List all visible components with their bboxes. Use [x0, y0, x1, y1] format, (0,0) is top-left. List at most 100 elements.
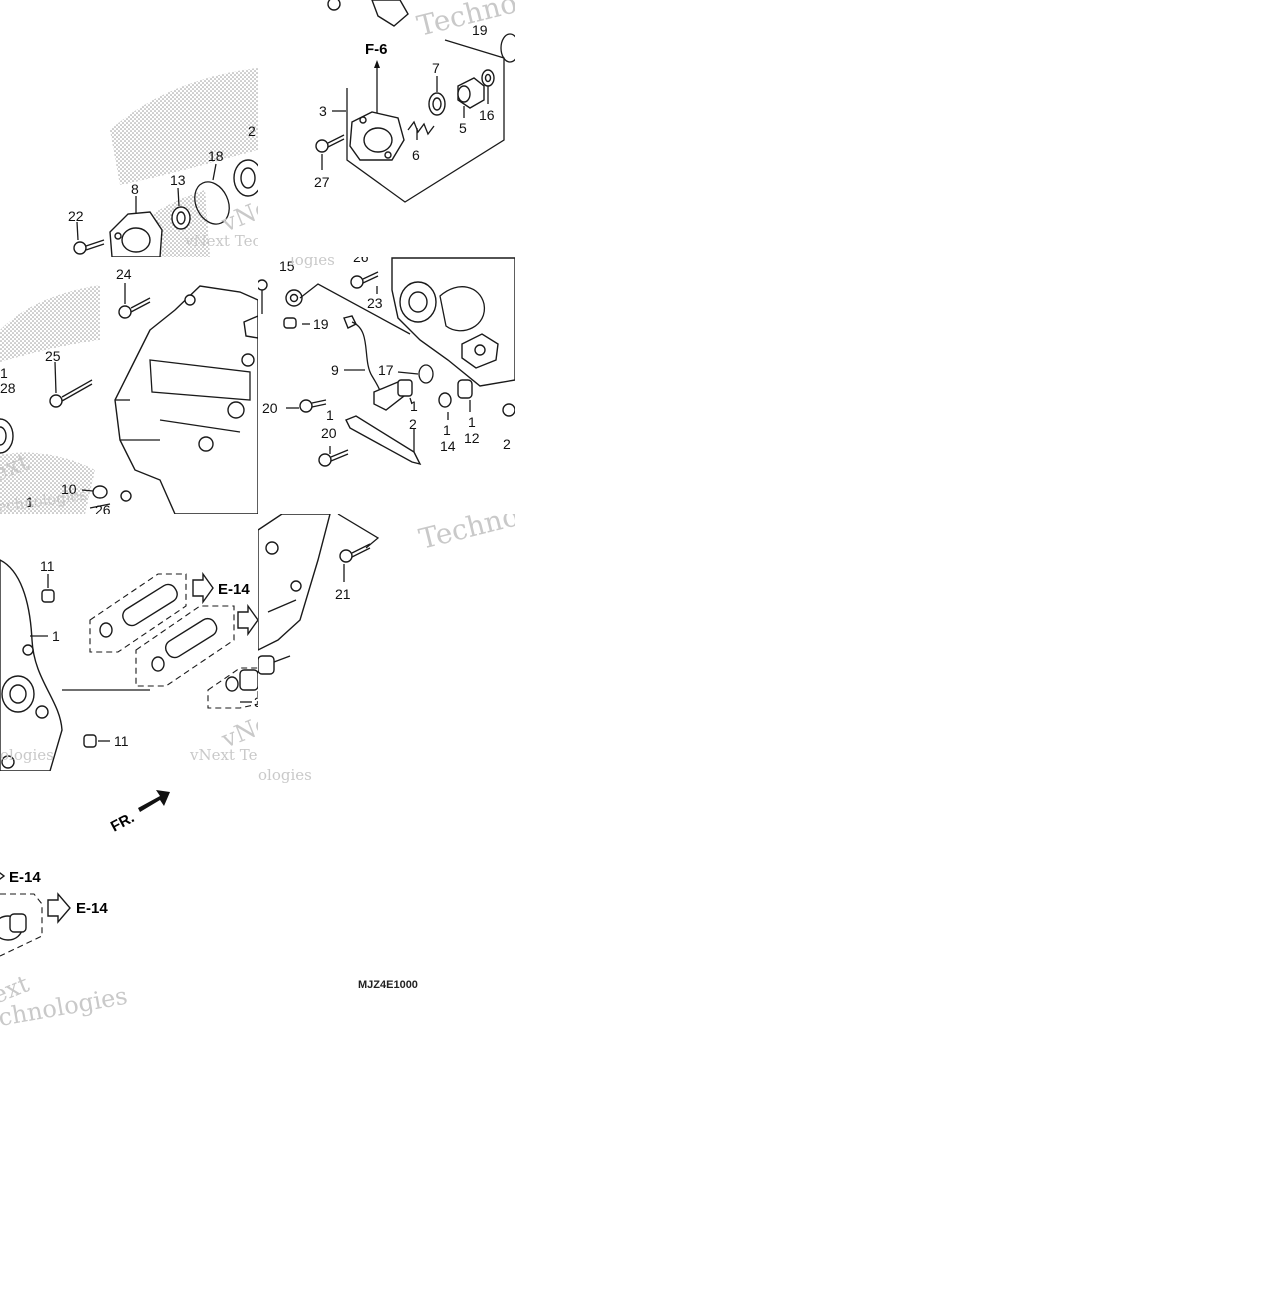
gasket-part [243, 315, 258, 339]
callout-label: 2 [248, 123, 256, 139]
shaded-region [110, 68, 258, 185]
fitting-part [239, 669, 258, 691]
callout-label: 2 [409, 416, 417, 432]
spring-part [407, 120, 435, 136]
callout-label: 13 [170, 172, 186, 188]
cover-part [391, 257, 515, 387]
bolt-part [299, 399, 327, 413]
tile-bottom-left: E-14 11 1 11 3 vNext Tec vNe ologies [0, 558, 266, 771]
callout-label: 21 [335, 586, 351, 602]
bearing-part [0, 418, 14, 454]
callout-label: 6 [412, 147, 420, 163]
tile-mid-mid: 15 19 9 17 20 1 1 2 20 1 14 1 12 23 26 2… [258, 249, 515, 467]
callout-label: 19 [313, 316, 329, 332]
reference-label: F-6 [365, 41, 388, 58]
bearing-part [428, 92, 446, 116]
diagram-code: MJZ4E1000 [358, 979, 418, 991]
reference-label: E-14 [9, 869, 41, 886]
bolt-part [339, 543, 371, 563]
callout-label: 1 [0, 365, 8, 381]
bearing-part [233, 159, 258, 197]
crankcase-cover-part [114, 285, 258, 514]
bolt-part [118, 297, 151, 319]
dowel-part [120, 490, 132, 502]
arrow-head [374, 60, 380, 68]
loose-area: ologies FR. E-14 E-14 ext chnologies MJZ… [0, 766, 418, 1032]
callout-label: 28 [0, 380, 16, 396]
callout-label: 20 [321, 425, 337, 441]
callout-label: 1 [26, 494, 34, 510]
callout-label: 1 [410, 398, 418, 414]
callout-label: 11 [40, 558, 55, 574]
collar-part [457, 379, 473, 399]
o-ring-part [418, 364, 434, 384]
bolt-part [350, 271, 379, 289]
pump-housing-part [109, 211, 163, 257]
callout-label: 3 [254, 694, 262, 710]
o-ring-part [99, 622, 113, 638]
kit-box [0, 893, 43, 957]
watermark: vNext Tec [189, 746, 266, 764]
fitting-part [0, 913, 27, 941]
fitting-part [258, 655, 291, 675]
pipe-part [122, 583, 178, 627]
pipe-part [164, 617, 218, 659]
callout-label: 5 [459, 120, 467, 136]
bolt-part [315, 134, 345, 153]
reference-arrow [47, 892, 71, 924]
callout-label: 16 [479, 107, 495, 123]
assembly-bracket [346, 39, 505, 203]
bolt-part [49, 379, 93, 408]
callout-label: 7 [432, 60, 440, 76]
bracket-part [345, 415, 422, 466]
callout-label: 11 [114, 733, 129, 749]
housing-fragment [371, 0, 409, 27]
watermark: vNext Tec [184, 232, 261, 250]
cup-part [457, 77, 485, 109]
callout-label: 23 [367, 295, 383, 311]
tile-mid-left: 24 25 28 1 4 10 26 1 ext echnologies [0, 266, 258, 518]
kit-box [135, 605, 235, 687]
callout-label: 1 [443, 422, 451, 438]
bolt-part [318, 449, 349, 467]
reference-label: E-14 [76, 900, 108, 917]
callout-label: 26 [95, 502, 111, 518]
watermark: ologies [258, 766, 312, 784]
callout-label: 20 [262, 400, 278, 416]
callout-label: 10 [61, 481, 77, 497]
kit-box [89, 573, 187, 653]
tile-top-left: 22 8 13 18 2 vNext Tec vNe [68, 68, 261, 257]
o-ring-part [194, 181, 230, 225]
callout-label: 19 [472, 22, 488, 38]
reference-arrow [0, 872, 6, 880]
bolt-part [327, 0, 341, 11]
callout-label: 12 [464, 430, 480, 446]
reference-arrow [237, 603, 258, 637]
callout-label: 15 [279, 258, 295, 274]
dowel-part [41, 589, 55, 603]
reference-arrow [192, 571, 214, 605]
o-ring-part [500, 33, 515, 63]
bolt-part [502, 403, 515, 417]
shaded-region [0, 285, 100, 362]
watermark: ologies [0, 746, 54, 764]
dowel-part [283, 317, 297, 329]
callout-label: 14 [440, 438, 456, 454]
callout-label: 1 [326, 407, 334, 423]
watermark: logies [290, 251, 335, 269]
callout-label: 26 [353, 249, 369, 265]
bolt-part [258, 279, 268, 291]
washer-part [438, 392, 452, 408]
kit-box [207, 667, 258, 709]
callout-label: 1 [468, 414, 476, 430]
callout-label: 3 [319, 103, 327, 119]
bolt-part [73, 239, 105, 255]
tile-bottom-mid: 21 Techno [258, 514, 515, 675]
callout-label: 8 [131, 181, 139, 197]
callout-label: 2 [503, 436, 511, 452]
seal-part [171, 206, 191, 230]
seal-part [481, 69, 495, 87]
callout-label: 22 [68, 208, 84, 224]
